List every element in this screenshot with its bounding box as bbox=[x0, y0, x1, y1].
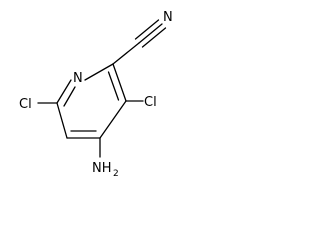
bond-c5-c6 bbox=[56, 102, 68, 139]
ring-nitrogen-label: N bbox=[73, 71, 83, 86]
chlorine-left-label: Cl bbox=[19, 97, 32, 112]
bond-nitrile-2 bbox=[134, 19, 160, 40]
bond-nitrile-1 bbox=[138, 23, 163, 44]
pyridine-ring bbox=[56, 63, 127, 139]
molecule-drawing: N N Cl Cl NH 2 bbox=[19, 10, 173, 179]
bond-c2-c3-inner bbox=[107, 71, 120, 101]
bond-c6-n1-inner bbox=[63, 86, 76, 107]
bond-n1-c2 bbox=[84, 63, 114, 81]
bond-c3-c4 bbox=[99, 100, 127, 139]
structure-diagram: N N Cl Cl NH 2 bbox=[0, 0, 184, 192]
bond-nitrile-3 bbox=[141, 27, 167, 48]
amine-label: NH bbox=[92, 161, 112, 176]
substituent-bonds bbox=[37, 19, 167, 158]
amine-subscript: 2 bbox=[113, 169, 119, 179]
bond-c2-c3 bbox=[112, 63, 127, 102]
chlorine-right-label: Cl bbox=[144, 95, 157, 110]
bond-c2-cn bbox=[112, 42, 140, 65]
nitrile-nitrogen-label: N bbox=[163, 10, 173, 25]
atom-labels: N N Cl Cl NH 2 bbox=[19, 10, 173, 179]
bond-c6-n1 bbox=[56, 79, 72, 104]
